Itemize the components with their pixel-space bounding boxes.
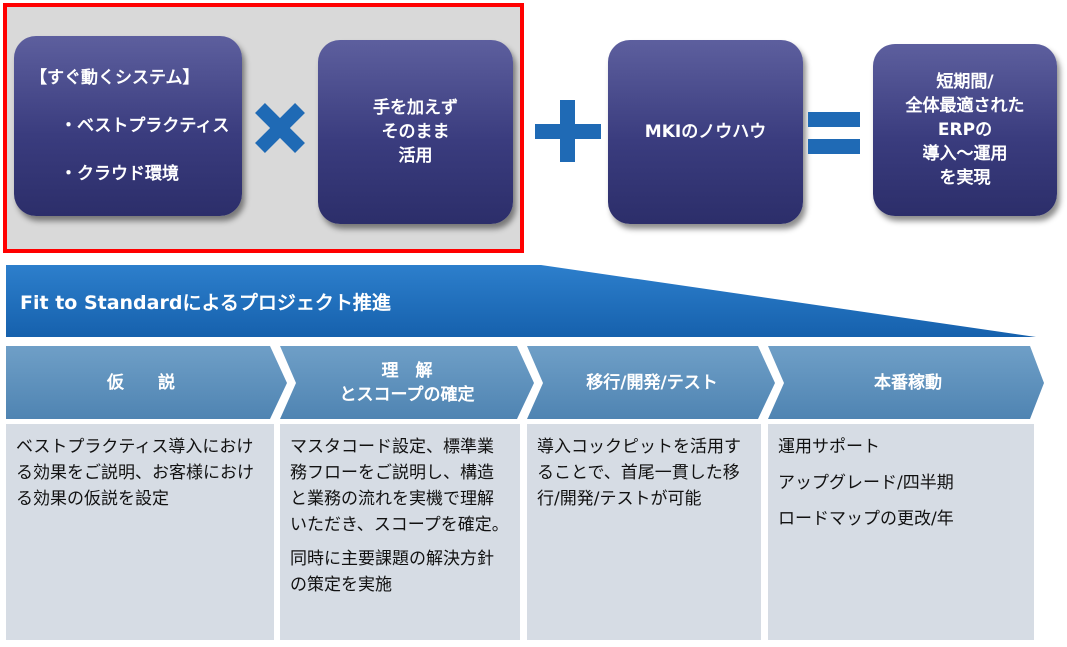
phase-chevron-2 [280,346,534,419]
phase-label-golive: 本番稼動 [874,372,942,393]
box-ready-system-title: 【すぐ動くシステム】 [30,68,200,88]
panel-hypothesis: ベストプラクティス導入における効果をご説明、お客様における効果の仮説を設定 [6,424,274,640]
panel-text: 同時に主要課題の解決方針の策定を実施 [290,549,494,595]
equals-icon [808,112,860,154]
box-use-as-is-text: 手を加えず そのまま 活用 [373,98,458,166]
box-mki-knowhow: MKIのノウハウ [608,40,803,224]
box-mki-knowhow-text: MKIのノウハウ [644,122,767,142]
panel-text: 導入コックピットを活用することで、首尾一貫した移行/開発/テストが可能 [537,437,741,509]
panel-text: マスタコード設定、標準業務フローをご説明し、構造と業務の流れを実機で理解いただき… [290,437,509,535]
panel-text: ベストプラクティス導入における効果をご説明、お客様における効果の仮説を設定 [16,437,254,509]
panel-understanding: マスタコード設定、標準業務フローをご説明し、構造と業務の流れを実機で理解いただき… [280,424,520,640]
box-ready-system-item: ・クラウド環境 [60,164,179,184]
times-icon [255,103,305,153]
project-banner [6,265,1036,337]
panel-golive: 運用サポート アップグレード/四半期 ロードマップの更改/年 [768,424,1034,640]
phase-chevron-3 [527,346,775,419]
box-ready-system-item: ・ベストプラクティス [60,116,230,136]
panel-text: ロードマップの更改/年 [778,509,954,529]
phase-label-migration: 移行/開発/テスト [586,372,718,393]
box-result: 短期間/ 全体最適された ERPの 導入～運用 を実現 [873,44,1057,216]
box-ready-system: 【すぐ動くシステム】 ・ベストプラクティス ・クラウド環境 [14,36,242,216]
banner-title: Fit to Standardによるプロジェクト推進 [20,292,391,314]
phase-chevron-4 [768,346,1044,419]
box-result-text: 短期間/ 全体最適された ERPの 導入～運用 を実現 [905,72,1025,188]
phase-label-hypothesis: 仮 説 [107,372,175,393]
phase-label-understanding: 理 解 とスコープの確定 [339,360,475,405]
phase-chevron-1 [6,346,287,419]
plus-icon [535,100,601,162]
panel-text: 運用サポート [778,437,880,457]
panel-text: アップグレード/四半期 [778,473,954,493]
panel-migration: 導入コックピットを活用することで、首尾一貫した移行/開発/テストが可能 [527,424,761,640]
phase-chevrons [6,346,1044,419]
box-use-as-is: 手を加えず そのまま 活用 [318,40,513,224]
